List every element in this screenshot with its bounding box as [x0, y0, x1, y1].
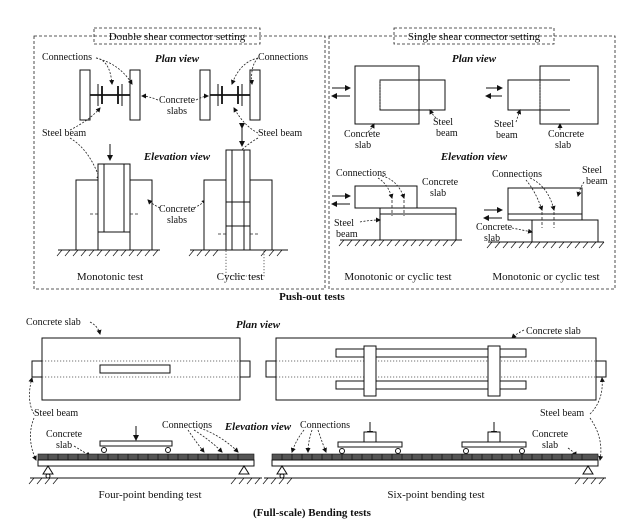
double-plan-specimen-monotonic [79, 69, 141, 121]
single-elev-concrete-a: Concrete [422, 177, 459, 188]
four-point-concrete-slab-label: Concrete slab [26, 317, 81, 328]
pushout-tests-title: Push-out tests [279, 291, 345, 303]
single-plan-beam-b: beam [496, 130, 518, 141]
four-point-elev-concrete-label: Concrete [46, 429, 83, 440]
four-point-steel-beam-label: Steel beam [34, 408, 78, 419]
six-point-steel-beam-label: Steel beam [540, 408, 584, 419]
double-elev-slabs-label: slabs [167, 215, 187, 226]
single-shear-header: Single shear connector setting [408, 31, 541, 43]
single-plan-specimen-b [485, 65, 599, 125]
double-steel-beam-right: Steel beam [258, 128, 302, 139]
double-shear-panel: Double shear connector setting Plan view… [33, 27, 326, 290]
single-elev-slab-b: slab [484, 233, 500, 244]
single-elev-beam-b: beam [586, 176, 608, 187]
six-point-concrete-slab-label: Concrete slab [526, 326, 581, 337]
single-plan-beam-a: beam [436, 128, 458, 139]
double-steel-beam-left: Steel beam [42, 128, 86, 139]
double-plan-specimen-cyclic [199, 69, 261, 121]
bending-tests-section: Concrete slab Concrete slab Plan view S [26, 317, 607, 519]
single-elev-slab-a: slab [430, 188, 446, 199]
single-elevation-view-label: Elevation view [440, 151, 508, 163]
double-plan-connections-left: Connections [42, 52, 92, 63]
single-elev-concrete-b: Concrete [476, 222, 513, 233]
single-elev-beam-a: beam [336, 229, 358, 240]
four-point-elevation [28, 426, 262, 485]
single-plan-specimen-a [331, 65, 446, 125]
double-plan-concrete-label: Concrete [159, 95, 196, 106]
single-elevation-specimen-b [483, 187, 605, 249]
single-elev-connections-b: Connections [492, 169, 542, 180]
six-point-elev-concrete-label: Concrete [532, 429, 569, 440]
four-point-connections-label: Connections [162, 420, 212, 431]
six-point-plan [265, 337, 607, 401]
double-elevation-cyclic [188, 123, 288, 277]
double-plan-connections-right: Connections [258, 52, 308, 63]
monotonic-or-cyclic-caption-a: Monotonic or cyclic test [344, 271, 451, 283]
single-plan-concrete-a: Concrete [344, 129, 381, 140]
six-point-connections-label: Connections [300, 420, 350, 431]
single-plan-concrete-b: Concrete [548, 129, 585, 140]
double-elevation-view-label: Elevation view [143, 151, 211, 163]
double-plan-slabs-label: slabs [167, 106, 187, 117]
four-point-caption: Four-point bending test [98, 489, 201, 501]
bending-tests-title: (Full-scale) Bending tests [253, 507, 372, 519]
six-point-elevation [262, 422, 606, 485]
double-elevation-monotonic [56, 144, 160, 257]
single-elev-steel-b: Steel [582, 165, 602, 176]
four-point-elev-slab-label: slab [56, 440, 72, 451]
six-point-elev-slab-label: slab [542, 440, 558, 451]
single-shear-panel: Single shear connector setting Plan view… [328, 27, 616, 290]
single-plan-slab-b: slab [555, 140, 571, 151]
four-point-plan [31, 337, 251, 401]
single-plan-view-label: Plan view [452, 53, 497, 65]
single-elev-connections-a: Connections [336, 168, 386, 179]
bending-plan-view-label: Plan view [236, 319, 281, 331]
cyclic-test-caption: Cyclic test [217, 271, 264, 283]
single-elev-steel-a: Steel [334, 218, 354, 229]
single-plan-steel-b: Steel [494, 119, 514, 130]
bending-elevation-view-label: Elevation view [224, 421, 292, 433]
single-plan-slab-a: slab [355, 140, 371, 151]
single-plan-steel-a: Steel [433, 117, 453, 128]
monotonic-or-cyclic-caption-b: Monotonic or cyclic test [492, 271, 599, 283]
monotonic-test-caption: Monotonic test [77, 271, 143, 283]
double-elev-concrete-label: Concrete [159, 204, 196, 215]
double-shear-header: Double shear connector setting [109, 31, 246, 43]
six-point-caption: Six-point bending test [387, 489, 484, 501]
double-plan-view-label: Plan view [155, 53, 200, 65]
